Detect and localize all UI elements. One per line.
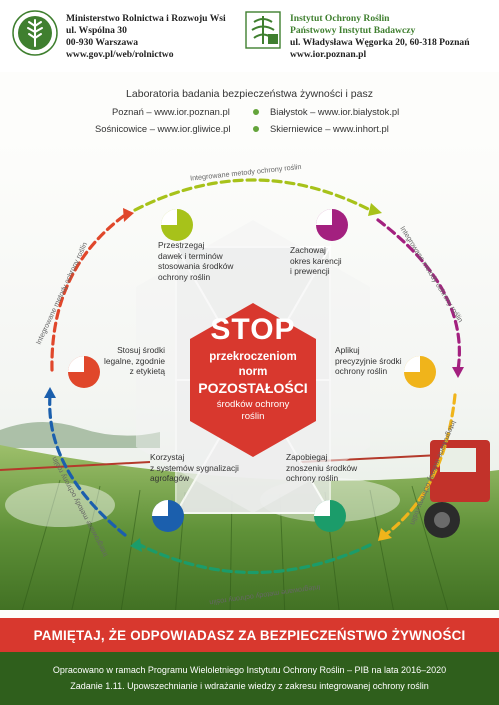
step-line: okres karencji xyxy=(290,255,342,266)
stop-line: norm xyxy=(238,366,268,378)
step-legal-products: Stosuj środki legalne, zgodnie z etykiet… xyxy=(104,345,165,377)
step-apply-precisely: Aplikuj precyzyjnie środki ochrony rośli… xyxy=(335,345,402,377)
step-dose-and-timing: Przestrzegaj dawek i terminów stosowania… xyxy=(158,240,233,282)
ministry-block: Ministerstwo Rolnictwa i Rozwoju Wsi ul.… xyxy=(66,13,226,61)
lab-bialystok[interactable]: Białystok – www.ior.bialystok.pl xyxy=(270,106,400,117)
institute-subtitle: Państwowy Instytut Badawczy xyxy=(290,25,416,36)
labs-title: Laboratoria badania bezpieczeństwa żywno… xyxy=(126,88,373,100)
step-icon-2 xyxy=(316,209,348,241)
stop-word: STOP xyxy=(210,313,296,346)
step-line: ochrony roślin xyxy=(158,271,211,282)
tractor-icon xyxy=(424,440,490,538)
arrow-heads xyxy=(44,203,464,552)
step-line: Korzystaj xyxy=(150,452,185,462)
footer-line-2: Zadanie 1.11. Upowszechnianie i wdrażani… xyxy=(70,681,429,691)
institute-block: Instytut Ochrony Roślin Państwowy Instyt… xyxy=(290,13,470,61)
bottom-banner: PAMIĘTAJ, ŻE ODPOWIADASZ ZA BEZPIECZEŃST… xyxy=(0,618,499,652)
step-line: znoszeniu środków xyxy=(286,462,358,473)
lab-sosnicowice[interactable]: Sośnicowice – www.ior.gliwice.pl xyxy=(95,123,231,134)
ministry-emblem-icon xyxy=(12,10,58,56)
step-line: legalne, zgodnie xyxy=(104,355,166,366)
tree-line xyxy=(0,421,160,448)
step-icon-6 xyxy=(68,356,100,388)
lab-skierniewice[interactable]: Skierniewice – www.inhort.pl xyxy=(270,123,389,134)
ministry-street: ul. Wspólna 30 xyxy=(66,25,127,36)
institute-name: Instytut Ochrony Roślin xyxy=(290,13,390,24)
step-line: Stosuj środki xyxy=(117,345,166,355)
step-line: z systemów sygnalizacji xyxy=(150,462,239,473)
step-line: Zapobiegaj xyxy=(286,452,328,462)
stop-line: środków ochrony xyxy=(216,399,290,410)
cycle-arrows xyxy=(48,178,461,575)
ministry-name: Ministerstwo Rolnictwa i Rozwoju Wsi xyxy=(66,13,226,24)
institute-logo-icon xyxy=(245,11,281,49)
step-line: agrofagów xyxy=(150,473,190,484)
stop-line: roślin xyxy=(241,411,265,422)
header: Ministerstwo Rolnictwa i Rozwoju Wsi ul.… xyxy=(0,0,499,72)
step-withholding-period: Zachowaj okres karencji i prewencji xyxy=(290,245,342,277)
step-line: Aplikuj xyxy=(335,345,360,355)
ministry-web-link[interactable]: www.gov.pl/web/rolnictwo xyxy=(66,49,174,60)
footer-line-1: Opracowano w ramach Programu Wieloletnie… xyxy=(52,665,447,675)
step-line: stosowania środków xyxy=(158,261,234,272)
stop-sign xyxy=(190,303,316,457)
lab-dot xyxy=(253,109,259,115)
stop-message: STOP przekroczeniom norm POZOSTAŁOŚCI śr… xyxy=(178,305,328,435)
step-line: dawek i terminów xyxy=(158,250,223,261)
footer: Opracowano w ramach Programu Wieloletnie… xyxy=(0,652,499,705)
step-warning-systems: Korzystaj z systemów sygnalizacji agrofa… xyxy=(150,452,239,484)
step-line: Zachowaj xyxy=(290,245,326,255)
lab-dot xyxy=(253,126,259,132)
step-line: i prewencji xyxy=(290,266,330,277)
step-prevent-drift: Zapobiegaj znoszeniu środków ochrony roś… xyxy=(286,452,357,484)
step-icon-3 xyxy=(404,356,436,388)
institute-web-link[interactable]: www.ior.poznan.pl xyxy=(290,49,367,60)
crop-field xyxy=(0,445,499,610)
safety-cycle-diagram: Integrowane metody ochrony roślin Integr… xyxy=(0,140,499,610)
ministry-city: 00-930 Warszawa xyxy=(66,37,139,48)
step-icon-4 xyxy=(314,500,346,532)
banner-text: PAMIĘTAJ, ŻE ODPOWIADASZ ZA BEZPIECZEŃST… xyxy=(33,628,466,643)
step-icon-5 xyxy=(152,500,184,532)
institute-address: ul. Władysława Węgorka 20, 60-318 Poznań xyxy=(290,37,470,48)
stop-line: POZOSTAŁOŚCI xyxy=(198,380,308,396)
step-line: ochrony roślin xyxy=(335,366,388,377)
stop-line: przekroczeniom xyxy=(209,351,297,363)
step-line: ochrony roślin xyxy=(286,473,339,484)
step-line: Przestrzegaj xyxy=(158,240,205,250)
lab-poznan[interactable]: Poznań – www.ior.poznan.pl xyxy=(112,106,230,117)
step-icon-1 xyxy=(161,209,193,241)
crop-rows xyxy=(21,479,449,610)
step-line: z etykietą xyxy=(129,366,166,377)
step-line: precyzyjnie środki xyxy=(335,355,402,366)
